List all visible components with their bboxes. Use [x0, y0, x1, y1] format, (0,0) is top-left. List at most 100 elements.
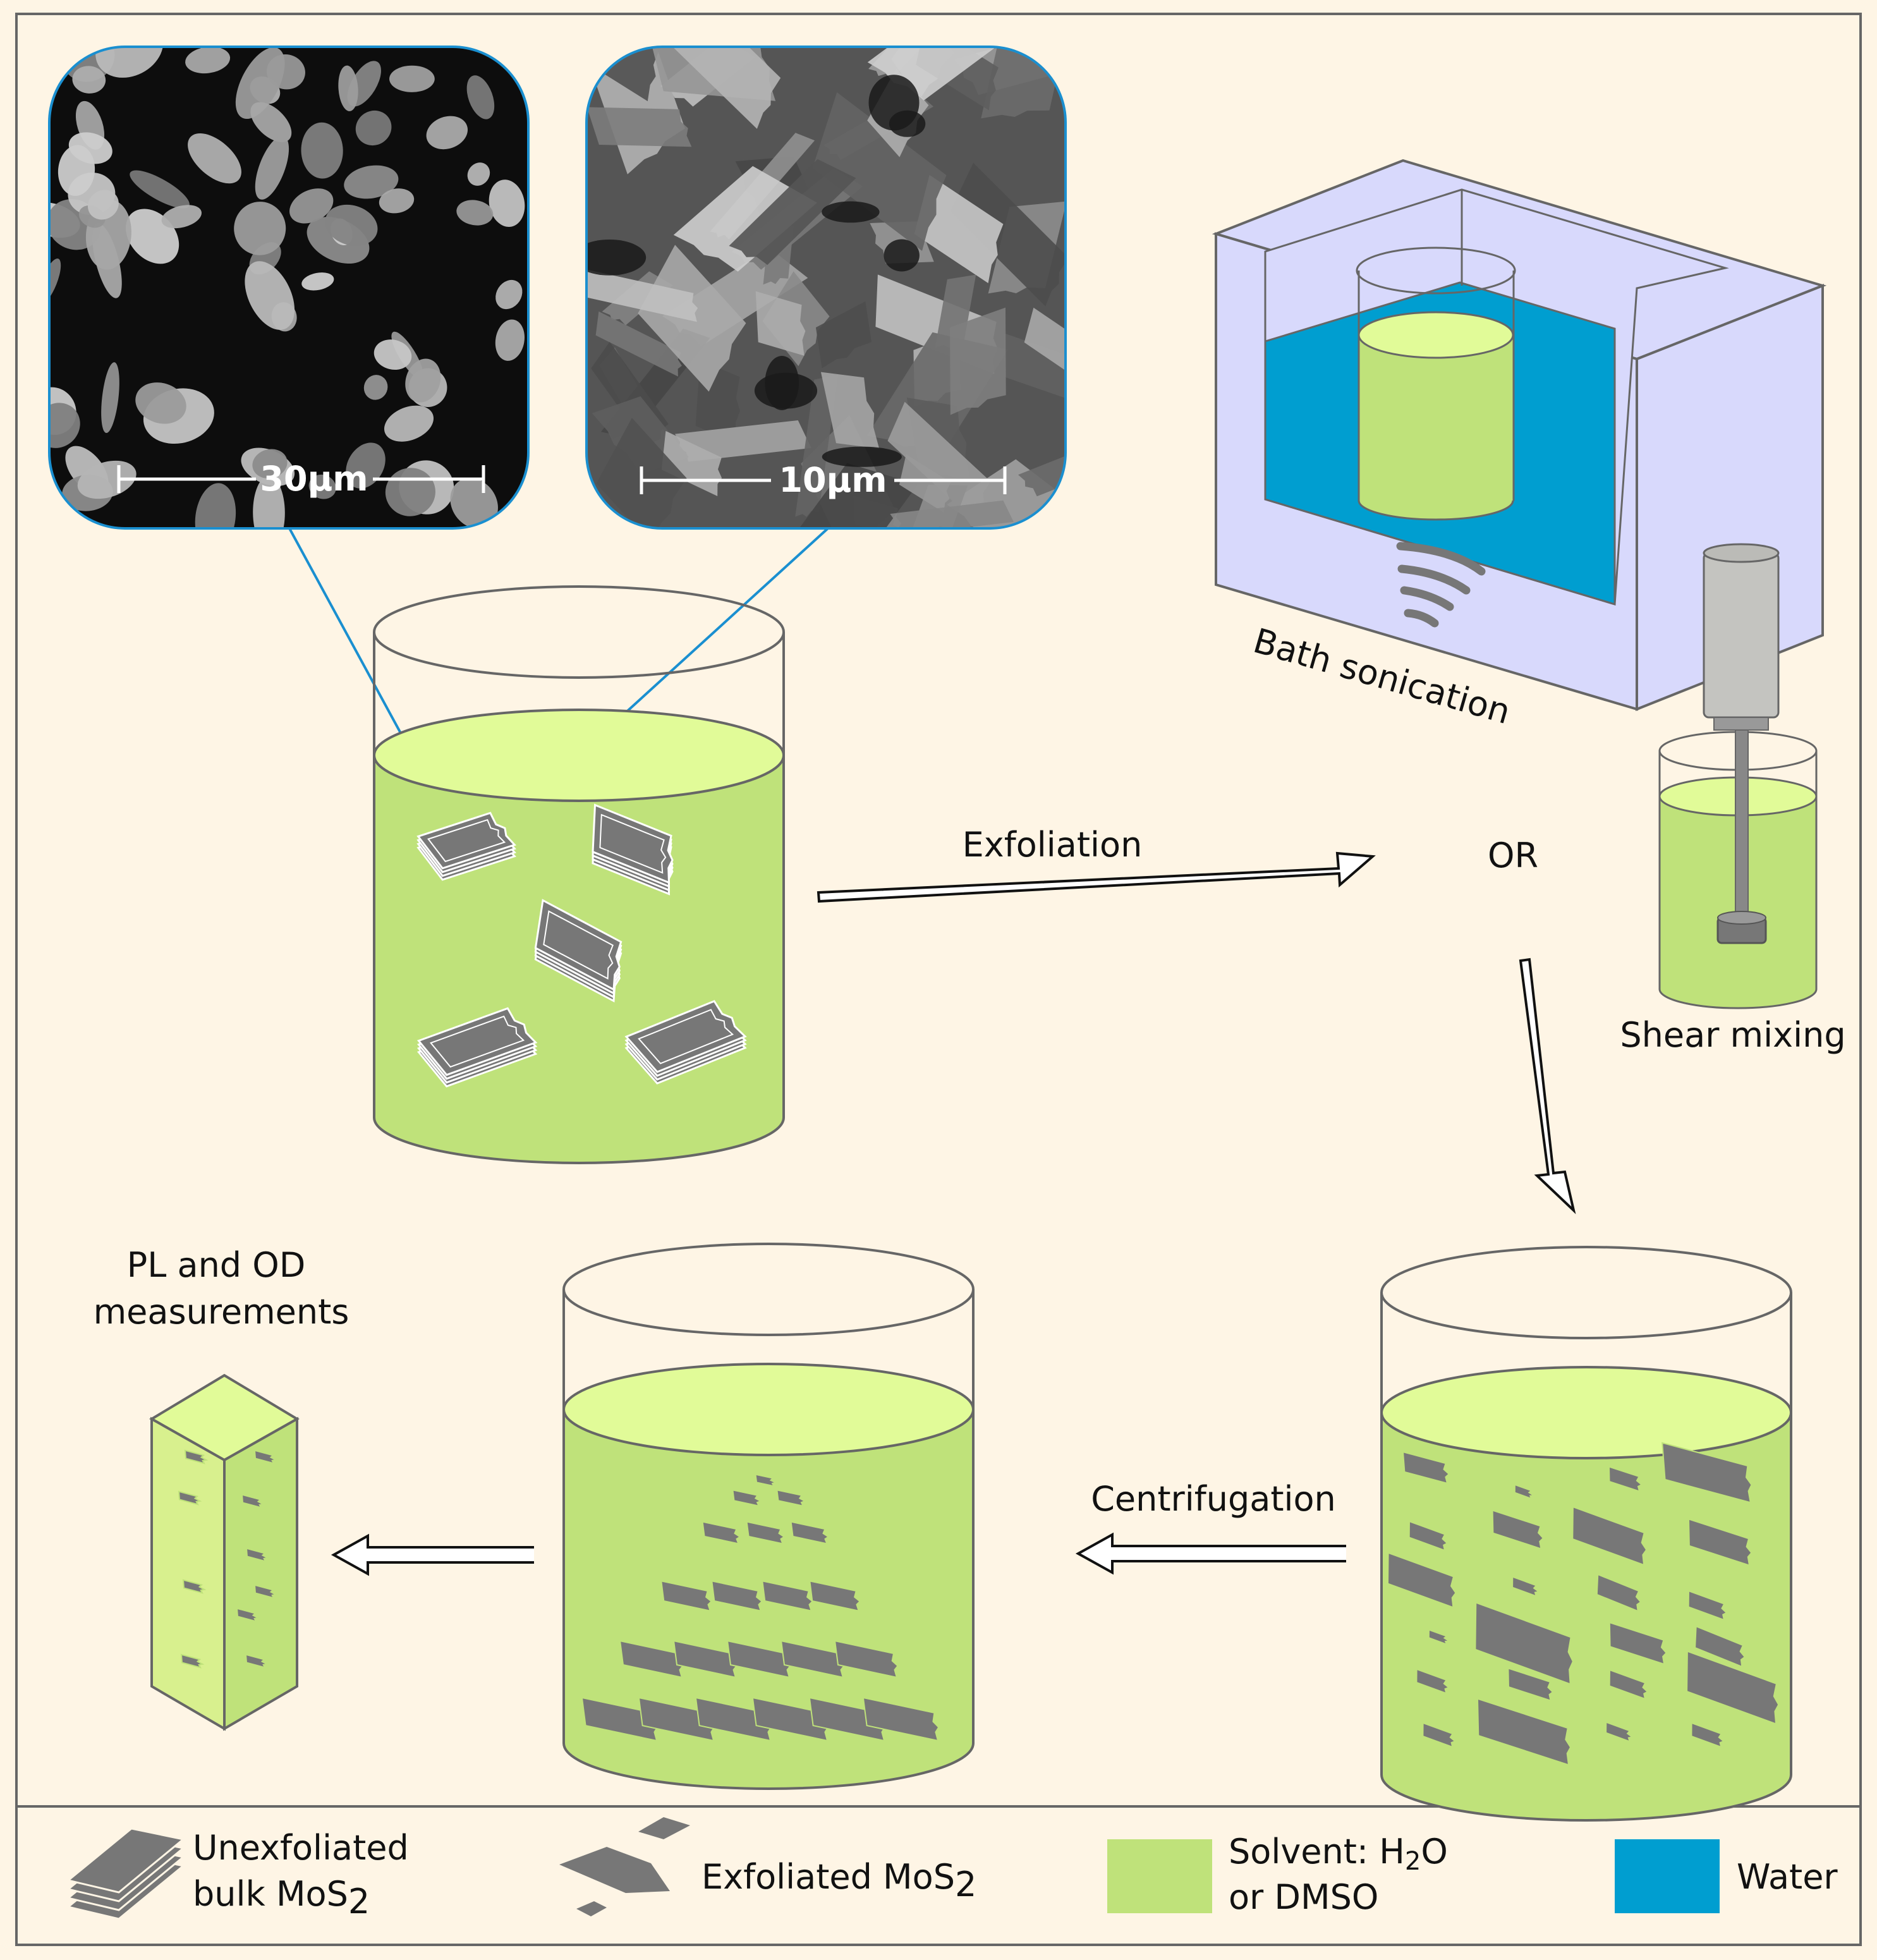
- measurement-arrow: [331, 1533, 534, 1576]
- sem-shadow: [889, 110, 926, 137]
- flake: [834, 1640, 899, 1679]
- flake: [241, 1494, 265, 1509]
- sem-particle: [301, 272, 334, 291]
- flake: [182, 1579, 207, 1594]
- sem-particle: [195, 483, 236, 528]
- sem-particle: [325, 204, 378, 246]
- bulk-flake-stack: [624, 1000, 747, 1085]
- sem-particle: [161, 205, 202, 229]
- beaker-centrifuged: [562, 1243, 975, 1790]
- bulk-flake-stack: [534, 899, 623, 1003]
- sem-particle: [130, 170, 190, 209]
- bulk-flake-edge: [543, 910, 614, 980]
- flake: [1512, 1576, 1540, 1597]
- sem-particle: [101, 362, 119, 434]
- legend-solvent-swatch: [1107, 1839, 1212, 1913]
- flake: [180, 1653, 205, 1669]
- bulk-flake-edge: [638, 1009, 734, 1064]
- sem-flake: [770, 463, 918, 528]
- sem-particle: [495, 279, 523, 310]
- scale-label-right: 10μm: [779, 460, 887, 500]
- outer-frame: [15, 13, 1862, 1946]
- sem-flake: [673, 166, 817, 272]
- sem-particle: [466, 75, 495, 119]
- sem-particle: [467, 162, 490, 186]
- sem-particle: [95, 47, 164, 78]
- sem-particle: [338, 65, 358, 111]
- flake: [711, 1580, 763, 1612]
- legend-water-swatch: [1615, 1839, 1720, 1913]
- flake: [732, 1489, 762, 1507]
- sem-flake: [950, 162, 1066, 307]
- flake: [790, 1521, 830, 1545]
- flake: [236, 1607, 260, 1622]
- flake: [184, 1449, 209, 1464]
- bulk-flake-stack: [592, 803, 674, 896]
- sem-particle: [426, 116, 468, 150]
- sem-particle: [389, 65, 435, 92]
- sem-particle: [384, 405, 434, 442]
- legend-unexfoliated-icon: [66, 1827, 186, 1920]
- bath-sonicator: [1212, 159, 1827, 711]
- label-pl-od-line2: measurements: [94, 1292, 349, 1332]
- flake: [1507, 1667, 1554, 1702]
- flake: [1408, 1520, 1449, 1552]
- flake: [1687, 1518, 1752, 1567]
- sem-particle: [308, 474, 336, 499]
- label-or: OR: [1488, 836, 1538, 875]
- sem-particle: [405, 358, 441, 403]
- flake: [1608, 1621, 1667, 1665]
- sem-particle: [49, 403, 80, 448]
- sem-particle: [489, 180, 525, 227]
- flake: [1416, 1668, 1450, 1695]
- legend: Unexfoliated bulk MoS2 Exfoliated MoS2 S…: [66, 1817, 1838, 1921]
- scale-bar-left: [117, 465, 485, 493]
- beaker-bulk: [373, 585, 785, 1164]
- sem-particle: [235, 47, 285, 119]
- flake: [1402, 1451, 1450, 1485]
- scale-bar-right: [640, 466, 1007, 494]
- sem-flake: [599, 47, 660, 102]
- sem-particle: [344, 165, 399, 199]
- sem-particle: [289, 188, 334, 224]
- flake: [660, 1580, 713, 1612]
- exfoliation-arrow: [817, 851, 1376, 903]
- bulk-flakes: [416, 803, 747, 1088]
- sem-flake: [890, 500, 1014, 528]
- downward-arrow: [1519, 958, 1576, 1215]
- sem-flake: [1024, 307, 1066, 391]
- bulk-flake-stack: [416, 1007, 538, 1088]
- flake: [1605, 1721, 1634, 1743]
- sem-particle: [255, 136, 289, 200]
- sem-shadow: [586, 240, 647, 276]
- beaker-exfoliated-flakes: [1387, 1442, 1780, 1766]
- flake: [862, 1696, 940, 1742]
- sem-flake: [820, 372, 880, 449]
- sem-shadow: [822, 201, 880, 223]
- flake: [1608, 1466, 1643, 1492]
- legend-unexfoliated-line1: Unexfoliated: [193, 1828, 409, 1868]
- sem-particle: [379, 188, 415, 214]
- flake: [1514, 1483, 1536, 1500]
- sem-flake: [812, 92, 947, 251]
- flake: [1661, 1442, 1752, 1504]
- sem-particle: [185, 47, 231, 74]
- sem-flake: [674, 420, 811, 462]
- sem-particle: [87, 190, 119, 220]
- legend-exfoliated-label: Exfoliated MoS2: [702, 1857, 976, 1904]
- flake: [178, 1490, 202, 1506]
- sem-shadow: [884, 239, 920, 272]
- sem-flake: [586, 268, 698, 322]
- sem-flake: [950, 307, 1006, 415]
- flake: [809, 1580, 861, 1612]
- flake: [253, 1449, 278, 1464]
- legend-unexfoliated-line2: bulk MoS2: [193, 1874, 370, 1921]
- sem-particle: [234, 202, 286, 255]
- sem-particle: [252, 449, 288, 478]
- sem-image-right: 10μm: [585, 46, 1067, 530]
- sem-particle: [495, 319, 525, 361]
- sem-particle: [301, 122, 343, 179]
- bulk-flake-layer: [416, 1007, 538, 1076]
- sem-particle: [77, 460, 137, 499]
